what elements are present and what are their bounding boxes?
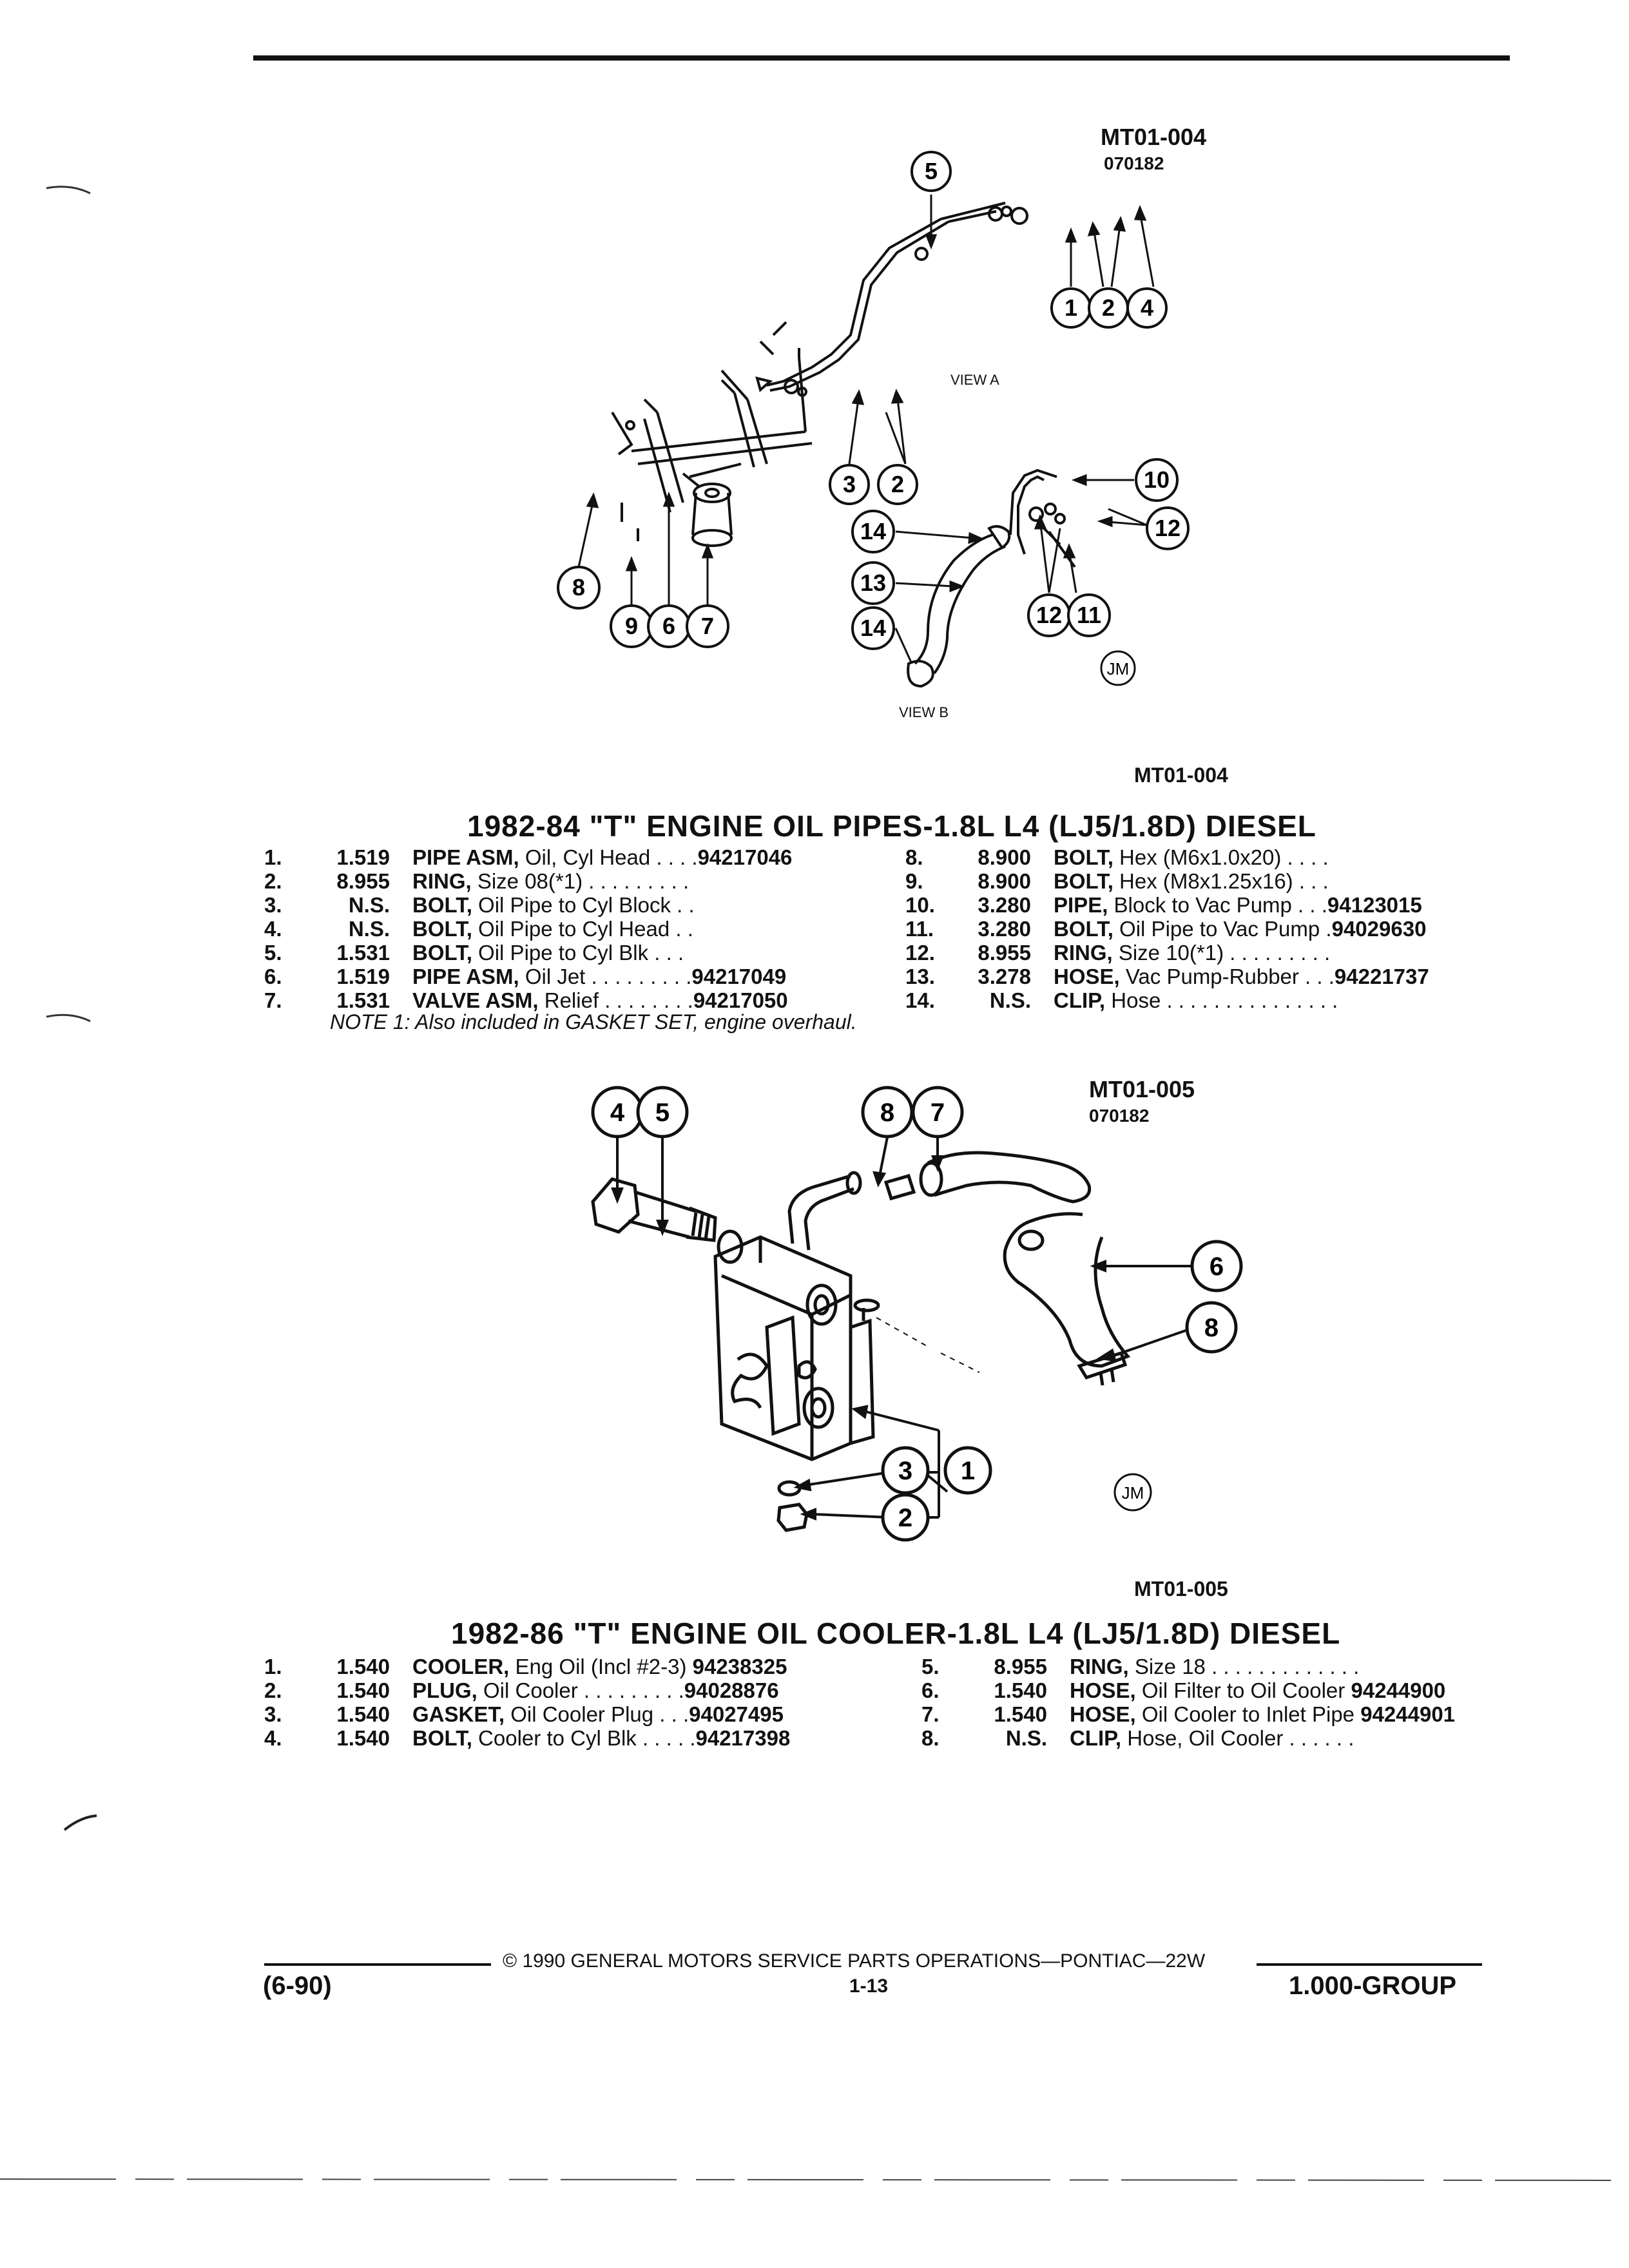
footer-date: (6-90) <box>263 1972 332 2000</box>
svg-text:9: 9 <box>625 613 638 639</box>
svg-text:8: 8 <box>1204 1314 1219 1342</box>
view-a-label: VIEW A <box>950 372 999 388</box>
svg-text:3: 3 <box>898 1457 912 1485</box>
svg-text:1: 1 <box>961 1457 975 1485</box>
callout-3: 3 <box>881 1446 930 1495</box>
svg-text:2: 2 <box>898 1504 912 1532</box>
svg-text:8: 8 <box>572 574 585 601</box>
svg-text:4: 4 <box>1141 294 1153 321</box>
svg-text:5: 5 <box>655 1099 670 1127</box>
svg-text:3: 3 <box>843 471 856 497</box>
footer-rule-left <box>264 1963 491 1966</box>
top-rule <box>253 55 1510 61</box>
callout-8: 8 <box>861 1086 914 1139</box>
svg-text:13: 13 <box>860 570 886 596</box>
svg-text:1: 1 <box>1065 294 1077 321</box>
callout-3: 3 <box>829 464 870 505</box>
callout-1: 1 <box>1050 287 1092 329</box>
callout-14b: 14 <box>851 606 895 650</box>
jm-badge-1: JM <box>1100 650 1136 686</box>
figure2-caption: MT01-005 <box>1134 1577 1228 1600</box>
vac-pipe-10 <box>1017 475 1045 555</box>
figure2-code: MT01-005 <box>1089 1076 1195 1102</box>
svg-text:12: 12 <box>1155 515 1181 541</box>
callout-5: 5 <box>911 151 952 192</box>
svg-text:7: 7 <box>930 1099 945 1127</box>
callout-2: 2 <box>1088 287 1129 329</box>
svg-text:6: 6 <box>662 613 675 639</box>
figure1-code: MT01-004 <box>1101 124 1207 150</box>
jet-pipe-6 <box>631 430 813 478</box>
oil-cooler-body <box>713 1235 853 1461</box>
callout-6: 6 <box>1190 1240 1243 1293</box>
footer-page-number: 1-13 <box>849 1975 889 1997</box>
svg-text:4: 4 <box>610 1099 625 1127</box>
callout-12: 12 <box>1146 506 1190 550</box>
footer-rule-right <box>1257 1963 1482 1966</box>
callout-2b: 2 <box>877 464 918 505</box>
footer-copyright: © 1990 GENERAL MOTORS SERVICE PARTS OPER… <box>503 1950 1206 1972</box>
svg-text:7: 7 <box>701 613 714 639</box>
section2-title: 1982-86 "T" ENGINE OIL COOLER-1.8L L4 (L… <box>451 1617 1341 1650</box>
callout-9: 9 <box>610 604 653 648</box>
svg-text:2: 2 <box>891 471 904 497</box>
figure2-illustration: 4 5 8 7 6 8 3 1 2 JM <box>591 1086 1243 1542</box>
figure1-date: 070182 <box>1104 153 1164 173</box>
figure2-date: 070182 <box>1089 1106 1150 1126</box>
callout-2: 2 <box>881 1493 930 1542</box>
svg-text:10: 10 <box>1144 466 1170 493</box>
callout-6: 6 <box>647 604 691 648</box>
svg-text:11: 11 <box>1077 602 1101 628</box>
figure1-callouts: 5 1 2 4 3 2 10 12 14 13 14 12 11 8 9 6 7 <box>557 151 1190 650</box>
oil-pipe-1 <box>766 218 941 387</box>
jm-badge-2: JM <box>1113 1473 1152 1512</box>
callout-10: 10 <box>1135 458 1179 502</box>
svg-text:14: 14 <box>860 615 886 641</box>
hose-7 <box>927 1151 1092 1204</box>
callout-8: 8 <box>557 566 601 610</box>
callout-5: 5 <box>636 1086 689 1139</box>
svg-text:2: 2 <box>1102 294 1115 321</box>
figure1-caption: MT01-004 <box>1134 764 1228 787</box>
svg-text:8: 8 <box>880 1099 894 1127</box>
svg-text:JM: JM <box>1107 659 1130 678</box>
section1-title: 1982-84 "T" ENGINE OIL PIPES-1.8L L4 (LJ… <box>467 809 1316 843</box>
callout-1: 1 <box>943 1446 992 1495</box>
callout-7: 7 <box>911 1086 964 1139</box>
figure1-illustration: VIEW A VIEW B <box>557 151 1190 720</box>
svg-text:5: 5 <box>925 158 938 184</box>
figure2-callouts: 4 5 8 7 6 8 3 1 2 <box>591 1086 1243 1542</box>
callout-4: 4 <box>1126 287 1168 329</box>
svg-text:JM: JM <box>1122 1483 1144 1503</box>
callout-7: 7 <box>686 604 729 648</box>
cooler-bolt-4 <box>591 1177 640 1234</box>
vac-hose-13 <box>914 533 993 665</box>
view-b-label: VIEW B <box>899 704 949 720</box>
svg-text:6: 6 <box>1210 1253 1224 1281</box>
callout-11: 11 <box>1067 593 1111 637</box>
hose-6 <box>1003 1212 1131 1368</box>
callout-4: 4 <box>591 1086 644 1139</box>
callout-8b: 8 <box>1185 1301 1238 1354</box>
section1-note: NOTE 1: Also included in GASKET SET, eng… <box>330 1010 857 1033</box>
footer-group: 1.000-GROUP <box>1289 1972 1457 2000</box>
svg-text:14: 14 <box>860 518 886 544</box>
callout-14: 14 <box>851 510 895 553</box>
callout-12b: 12 <box>1027 593 1071 637</box>
callout-13: 13 <box>851 561 895 605</box>
svg-text:12: 12 <box>1036 602 1062 628</box>
